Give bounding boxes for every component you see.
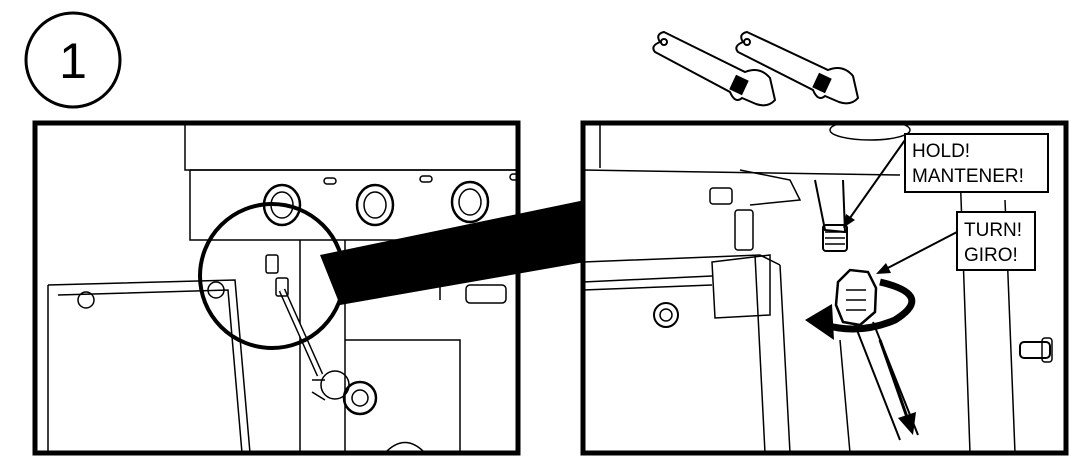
fitting-nut: [834, 268, 878, 327]
turn-label: TURN!: [964, 220, 1022, 241]
wrench-icon: [735, 30, 860, 105]
gas-regulator: [311, 370, 378, 416]
step-badge: 1: [24, 11, 122, 109]
hold-label-es: MANTENER!: [912, 166, 1024, 187]
hold-label: HOLD!: [912, 141, 970, 162]
control-knob: [355, 183, 395, 227]
pull-down-arrow-icon: [878, 339, 916, 435]
detail-panel: HOLD! MANTENER! TURN! GIRO!: [580, 120, 1069, 456]
zoom-callout: [198, 200, 585, 350]
control-knob: [450, 180, 490, 224]
overview-panel: [32, 120, 521, 456]
hold-callout: HOLD! MANTENER!: [843, 133, 1049, 228]
rotate-arrow-icon: [805, 278, 916, 340]
turn-callout: TURN! GIRO!: [876, 211, 1036, 274]
wrench-icon: [652, 30, 777, 107]
turn-label-es: GIRO!: [964, 245, 1018, 266]
step-number: 1: [59, 33, 87, 89]
